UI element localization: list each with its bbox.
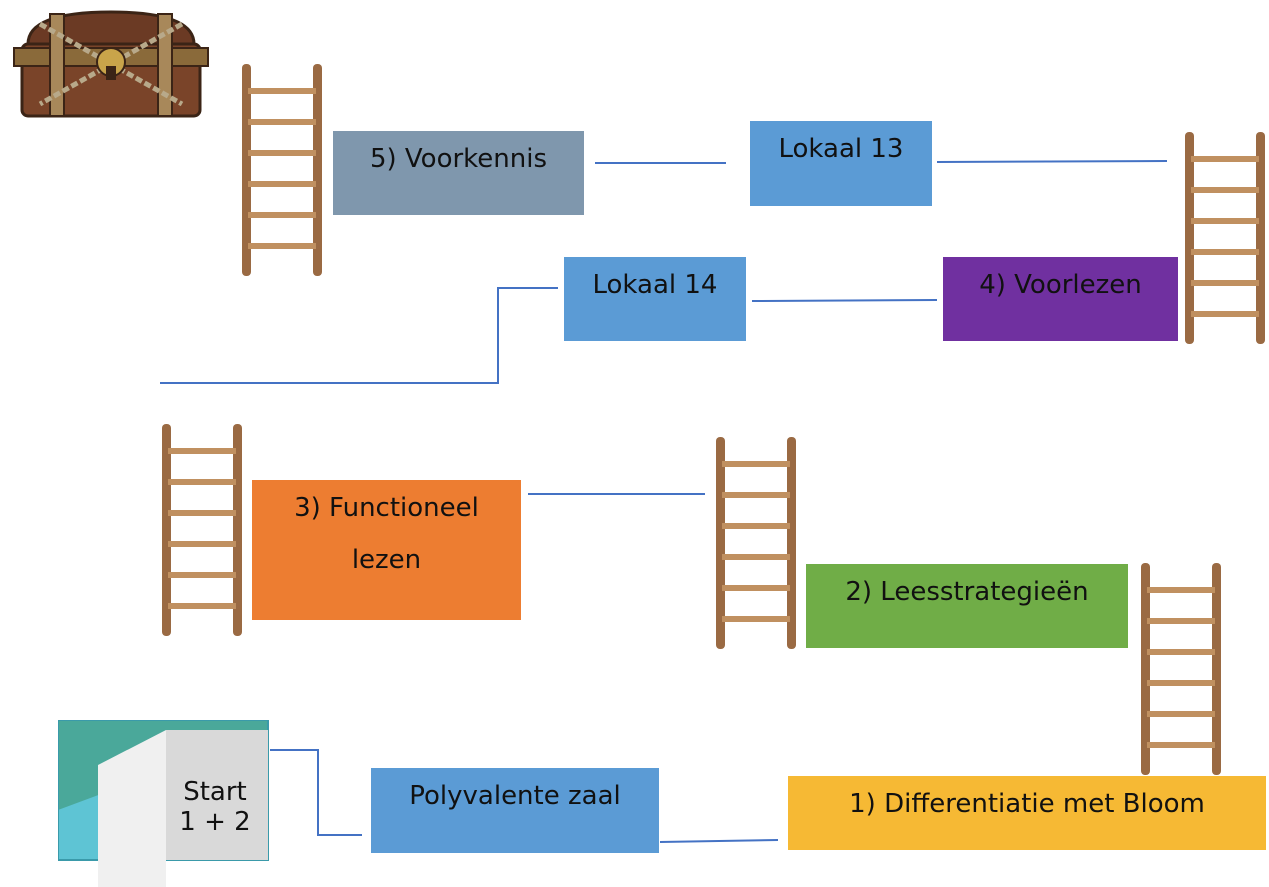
ladder-icon xyxy=(1141,563,1221,775)
ladder-icon xyxy=(162,424,242,636)
step-4-voorlezen: 4) Voorlezen xyxy=(943,257,1178,341)
line-lokaal13-ladder xyxy=(936,160,1168,163)
step-3-functioneel-lezen: 3) Functioneel lezen xyxy=(252,480,521,620)
step-3-label-line-2: lezen xyxy=(351,544,422,575)
ladder-icon xyxy=(1185,132,1265,344)
step-5-label: 5) Voorkennis xyxy=(369,144,548,174)
line-polyvalente-step1 xyxy=(659,839,779,843)
step-2-label: 2) Leesstrategieën xyxy=(845,577,1089,607)
open-door-icon xyxy=(58,720,269,887)
polyvalente-zaal-label: Polyvalente zaal xyxy=(409,781,621,811)
start-label: Start 1 + 2 xyxy=(170,777,260,838)
line-start-polyvalente xyxy=(270,749,362,836)
ladder-icon xyxy=(716,437,796,649)
lokaal-13-label: Lokaal 13 xyxy=(778,134,904,164)
step-1-differentiatie-met-bloom: 1) Differentiatie met Bloom xyxy=(788,776,1266,850)
lokaal-14-label: Lokaal 14 xyxy=(592,270,718,300)
line-lokaal14-step4 xyxy=(751,299,938,302)
step-1-label: 1) Differentiatie met Bloom xyxy=(849,789,1205,819)
step-4-label: 4) Voorlezen xyxy=(979,270,1142,300)
treasure-chest-icon xyxy=(13,10,209,118)
start-line-2: 1 + 2 xyxy=(179,806,251,837)
step-3-label-line-1: 3) Functioneel xyxy=(294,493,479,523)
room-polyvalente-zaal: Polyvalente zaal xyxy=(371,768,659,853)
room-lokaal-14: Lokaal 14 xyxy=(564,257,746,341)
line-left-lokaal14 xyxy=(160,287,558,384)
step-2-leesstrategieen: 2) Leesstrategieën xyxy=(806,564,1128,648)
start-line-1: Start xyxy=(183,777,247,807)
room-lokaal-13: Lokaal 13 xyxy=(750,121,932,206)
step-5-voorkennis: 5) Voorkennis xyxy=(333,131,584,215)
ladder-icon xyxy=(242,64,322,276)
